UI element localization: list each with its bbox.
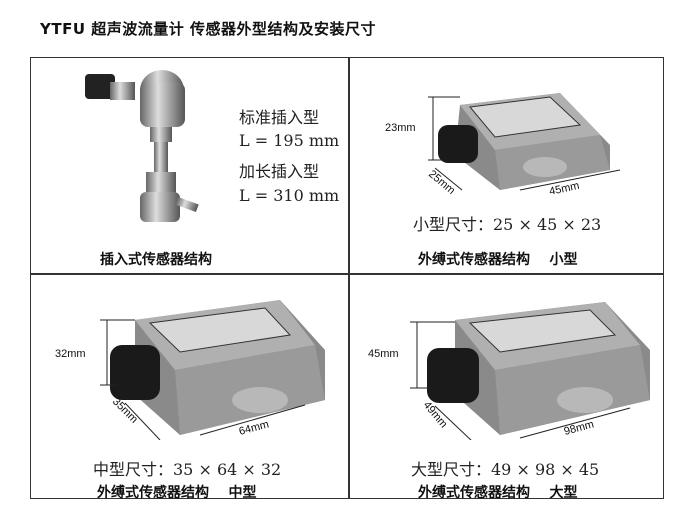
divider (348, 57, 350, 499)
caption-small: 外缚式传感器结构 小型 (418, 252, 578, 268)
caption-medium: 外缚式传感器结构 中型 (97, 485, 257, 501)
insertion-spec-3: 加长插入型 (239, 162, 320, 181)
dim-length: 98mm (563, 418, 596, 438)
small-size: 小型尺寸：25 × 45 × 23 (413, 215, 602, 234)
medium-size: 中型尺寸：35 × 64 × 32 (93, 460, 282, 479)
large-size: 大型尺寸：49 × 98 × 45 (411, 460, 600, 479)
dim-length: 45mm (548, 180, 580, 198)
sensor-table (30, 57, 664, 499)
dim-height: 45mm (368, 348, 399, 360)
dim-depth: 49mm (421, 399, 450, 430)
large-clamp-sensor-image: 45mm 49mm 98mm (368, 302, 650, 440)
divider (30, 273, 664, 275)
dim-height: 32mm (55, 348, 86, 360)
dim-depth: 35mm (110, 396, 140, 426)
insertion-sensor-image (85, 70, 199, 222)
dim-height: 23mm (385, 122, 416, 134)
caption-large: 外缚式传感器结构 大型 (418, 485, 578, 501)
insertion-spec-4: L = 310 mm (239, 186, 340, 205)
insertion-spec-1: 标准插入型 (239, 108, 320, 127)
dim-length: 64mm (238, 418, 271, 438)
insertion-spec-2: L = 195 mm (239, 131, 340, 150)
small-clamp-sensor-image: 23mm 25mm 45mm (385, 93, 621, 198)
caption-insertion: 插入式传感器结构 (100, 252, 212, 268)
medium-clamp-sensor-image: 32mm 35mm 64mm (55, 300, 325, 440)
page-title: YTFU 超声波流量计 传感器外型结构及安装尺寸 (40, 20, 376, 38)
